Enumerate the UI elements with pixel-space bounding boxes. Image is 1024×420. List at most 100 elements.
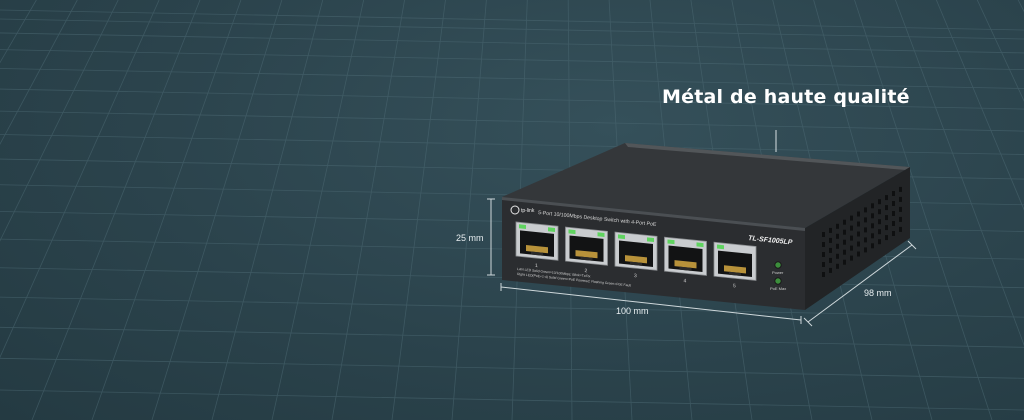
vent-slot xyxy=(850,215,853,221)
vent-slot xyxy=(829,227,832,233)
vent-slot xyxy=(878,219,881,225)
depth-dimension-label: 98 mm xyxy=(864,288,892,298)
vent-slot xyxy=(871,243,874,249)
vent-slot xyxy=(850,235,853,241)
switch-top-face xyxy=(502,143,910,228)
vent-slot xyxy=(850,225,853,231)
port-poe-led-icon xyxy=(548,227,555,232)
vent-slot xyxy=(885,235,888,241)
switch-front-edge xyxy=(502,197,805,231)
brand-label: tp-link xyxy=(521,208,535,214)
vent-slot xyxy=(871,203,874,209)
led-legend-line-1: LAN LED Solid Green=10/100Mbps; Blink=Tx… xyxy=(517,267,591,278)
vent-slot xyxy=(843,259,846,265)
vent-slot xyxy=(843,239,846,245)
height-dimension-label: 25 mm xyxy=(456,233,484,243)
vent-slot xyxy=(871,213,874,219)
tp-link-logo-icon xyxy=(510,205,520,215)
ethernet-port-3[interactable]: 3 xyxy=(614,231,658,281)
side-vents xyxy=(822,186,902,277)
vent-slot xyxy=(857,241,860,247)
vent-slot xyxy=(892,231,895,236)
vent-slot xyxy=(892,191,895,196)
vent-slot xyxy=(899,226,902,232)
vent-slot xyxy=(878,239,881,245)
vent-slot xyxy=(899,216,902,222)
vent-slot xyxy=(829,257,832,263)
vent-slot xyxy=(878,199,881,205)
height-dimension-line xyxy=(487,198,495,276)
vent-slot xyxy=(857,251,860,257)
vent-slot xyxy=(850,245,853,251)
port-poe-led-icon xyxy=(597,232,605,238)
vent-slot xyxy=(829,267,832,273)
vent-slot xyxy=(864,207,867,213)
vent-slot xyxy=(892,221,895,226)
vent-slot xyxy=(899,186,902,192)
switch-side-face xyxy=(805,167,910,310)
vent-slot xyxy=(836,243,839,249)
vent-slot xyxy=(822,252,825,257)
port-link-led-icon xyxy=(618,234,625,240)
vent-slot xyxy=(864,237,867,243)
vent-slot xyxy=(829,237,832,243)
vent-slot xyxy=(899,206,902,212)
port-link-led-icon xyxy=(519,224,526,230)
port-number-label: 3 xyxy=(634,273,637,279)
vent-slot xyxy=(836,233,839,239)
vent-slot xyxy=(892,211,895,216)
headline: Métal de haute qualité xyxy=(662,86,910,108)
depth-dimension-line xyxy=(803,240,917,327)
vent-slot xyxy=(857,211,860,217)
vent-slot xyxy=(878,229,881,235)
vent-slot xyxy=(843,229,846,235)
port-link-led-icon xyxy=(568,229,576,235)
vent-slot xyxy=(843,249,846,255)
vent-slot xyxy=(822,272,825,277)
vent-slot xyxy=(864,217,867,223)
vent-slot xyxy=(836,253,839,259)
port-number-label: 1 xyxy=(535,263,538,269)
port-link-led-icon xyxy=(667,239,675,245)
port-poe-led-icon xyxy=(696,242,704,248)
port-poe-led-icon xyxy=(647,237,654,243)
model-label: TL-SF1005LP xyxy=(748,235,793,246)
vent-slot xyxy=(864,227,867,233)
vent-slot xyxy=(885,225,888,231)
vent-slot xyxy=(857,231,860,237)
ethernet-port-4[interactable]: 4 xyxy=(664,236,707,286)
vent-slot xyxy=(822,242,825,247)
vent-slot xyxy=(885,215,888,221)
vent-slot xyxy=(878,209,881,215)
vent-slot xyxy=(836,263,839,269)
ethernet-port-2[interactable]: 2 xyxy=(565,226,608,276)
ethernet-port-1[interactable]: 1 xyxy=(515,221,559,271)
power-led-icon xyxy=(774,261,782,269)
vent-slot xyxy=(885,205,888,211)
width-dimension-label: 100 mm xyxy=(616,306,649,316)
vent-slot xyxy=(857,221,860,227)
poe-max-led-label: PoE Max xyxy=(770,286,786,291)
port-number-label: 4 xyxy=(684,278,687,284)
port-link-led-icon xyxy=(717,244,724,250)
vent-slot xyxy=(822,232,825,237)
vent-slot xyxy=(899,196,902,202)
power-led-label: Power xyxy=(772,270,784,275)
vent-slot xyxy=(829,247,832,253)
vent-slot xyxy=(850,255,853,261)
vent-slot xyxy=(843,219,846,225)
vent-slot xyxy=(836,223,839,229)
vent-slot xyxy=(864,247,867,253)
vent-slot xyxy=(892,201,895,206)
port-number-label: 5 xyxy=(733,283,736,289)
width-dimension-line xyxy=(500,283,802,324)
vent-slot xyxy=(871,233,874,239)
poe-max-led-icon xyxy=(774,277,782,285)
vent-slot xyxy=(885,195,888,201)
switch-top-highlight xyxy=(625,143,910,170)
port-number-label: 2 xyxy=(585,268,588,274)
vent-slot xyxy=(871,223,874,229)
ethernet-port-5[interactable]: 5 xyxy=(713,241,757,291)
